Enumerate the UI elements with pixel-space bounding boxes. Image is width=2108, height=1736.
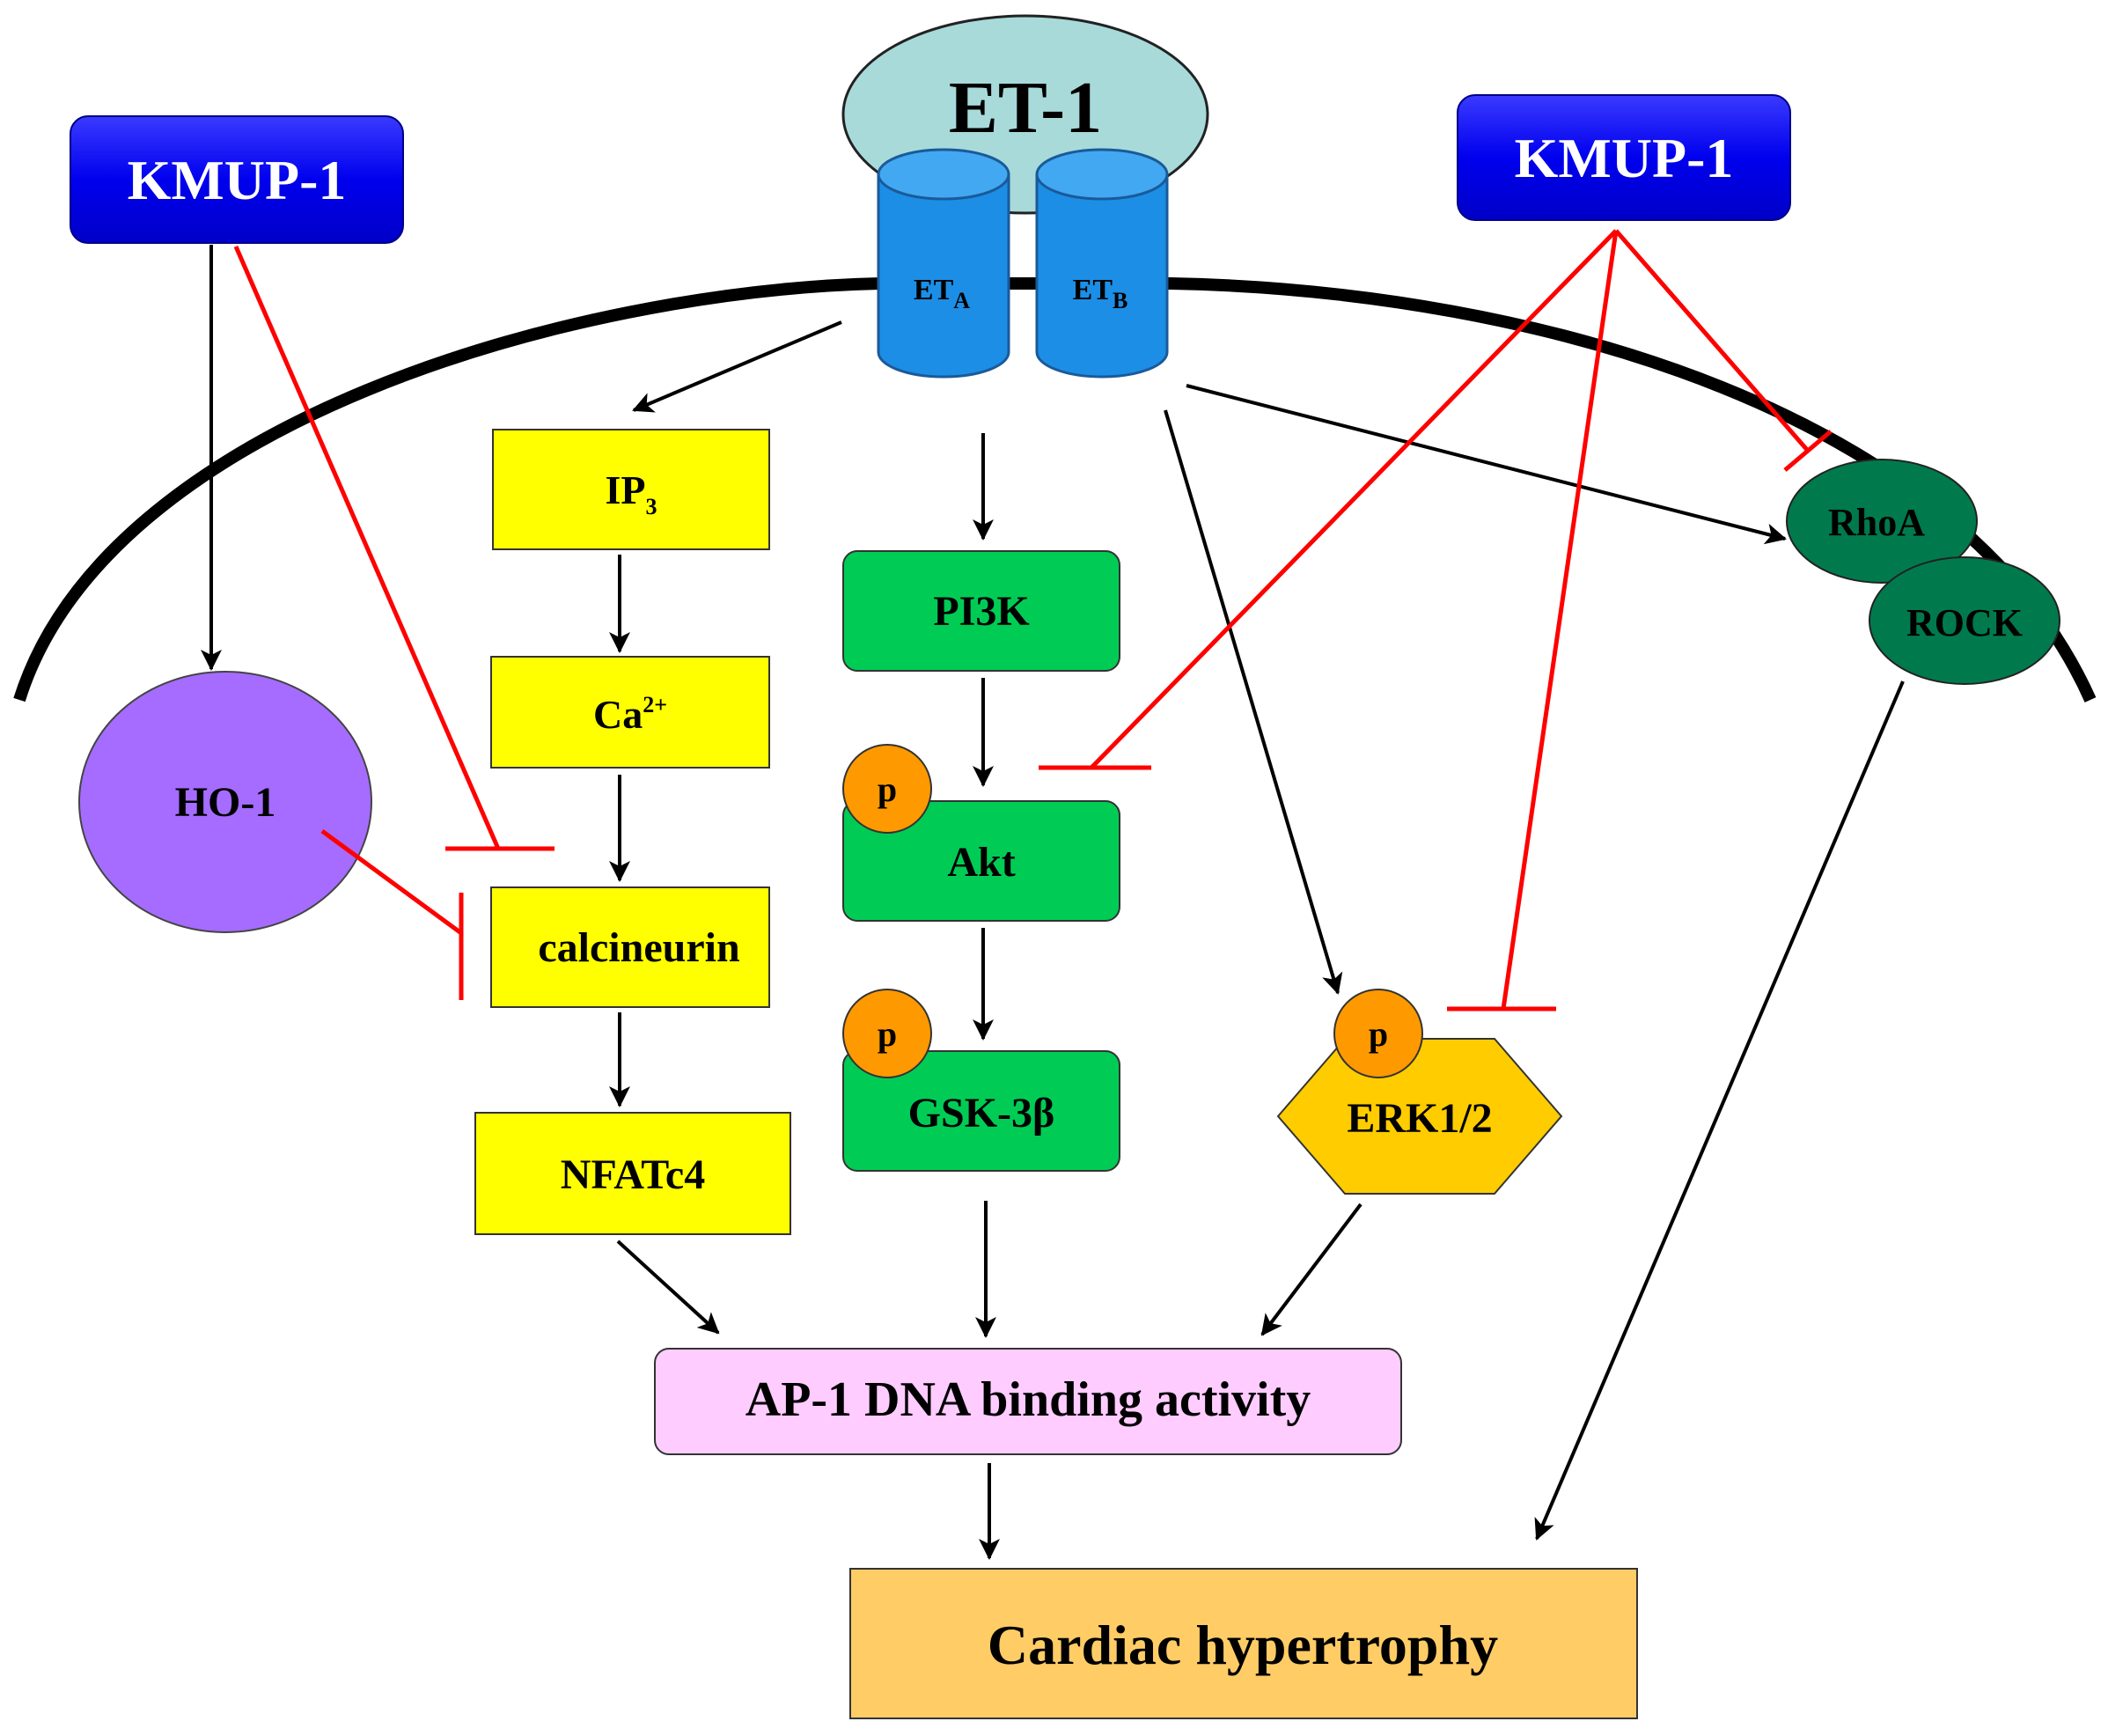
etb-label: ET [1073, 274, 1113, 306]
calcium-superscript: 2+ [643, 692, 667, 717]
erk-hexagon: ERK1/2 [1276, 1038, 1563, 1195]
eta-subscript: A [953, 288, 970, 313]
kmup1-left-label: KMUP-1 [128, 149, 347, 211]
ip3-box: IP3 [492, 429, 770, 550]
ip3-subscript: 3 [646, 494, 657, 519]
inhibit-kmup-calcineurin [233, 246, 501, 850]
phospho-gsk3b-label: p [878, 1014, 897, 1054]
pi3k-box: PI3K [842, 550, 1120, 672]
svg-text:IP3: IP3 [606, 467, 657, 519]
arrow-nfatc4-to-ap1 [616, 1239, 720, 1335]
ip3-label: IP [606, 467, 646, 512]
inhibit-kmup-erk [1501, 230, 1619, 1010]
arrow-erk-to-ap1 [1260, 1203, 1362, 1336]
eta-receptor: ETA [877, 148, 1010, 379]
kmup1-left-box: KMUP-1 [70, 115, 404, 244]
erk-label: ERK1/2 [1347, 1095, 1492, 1142]
arrow-rock-to-outcome [1534, 680, 1905, 1541]
nfatc4-box: NFATc4 [474, 1112, 791, 1235]
calcineurin-box: calcineurin [490, 886, 770, 1008]
cardiac-hypertrophy-label: Cardiac hypertrophy [988, 1614, 1498, 1676]
calcineurin-label: calcineurin [538, 924, 739, 971]
ap1-box: AP-1 DNA binding activity [654, 1348, 1402, 1455]
cardiac-hypertrophy-box: Cardiac hypertrophy [849, 1568, 1638, 1719]
nfatc4-label: NFATc4 [561, 1151, 705, 1198]
arrow-receptor-to-rhoa [1186, 384, 1787, 545]
phospho-gsk3b: p [842, 989, 932, 1078]
et1-label: ET-1 [949, 67, 1102, 149]
gsk3b-box: GSK-3β [842, 1050, 1120, 1172]
inhibition-lines [233, 229, 1833, 1011]
eta-label: ET [914, 274, 954, 306]
akt-box: Akt [842, 800, 1120, 922]
phospho-akt: p [842, 744, 932, 834]
svg-text:ETA: ETA [914, 274, 970, 313]
ap1-label: AP-1 DNA binding activity [746, 1372, 1311, 1427]
phospho-akt-label: p [878, 769, 897, 809]
arrow-receptor-to-ip3 [632, 320, 842, 413]
etb-subscript: B [1113, 288, 1127, 313]
akt-label: Akt [947, 839, 1015, 886]
calcium-label: Ca [593, 692, 643, 737]
svg-text:Ca2+: Ca2+ [593, 692, 667, 737]
kmup1-right-label: KMUP-1 [1515, 127, 1734, 189]
inhibit-kmup-rhoa [1614, 229, 1810, 452]
ho1-label: HO-1 [175, 779, 276, 826]
phospho-erk: p [1333, 989, 1423, 1078]
svg-text:ETB: ETB [1073, 274, 1128, 313]
rock-label: ROCK [1906, 601, 2023, 644]
calcium-box: Ca2+ [490, 656, 770, 769]
activation-arrows [201, 245, 1905, 1560]
rhoa-label: RhoA [1828, 501, 1925, 544]
gsk3b-label: GSK-3β [908, 1090, 1055, 1136]
ho1-ellipse: HO-1 [78, 671, 372, 933]
etb-receptor: ETB [1035, 148, 1169, 379]
phospho-erk-label: p [1369, 1014, 1388, 1054]
rhoa-rock-complex: RhoA ROCK [1786, 459, 2060, 685]
kmup1-right-box: KMUP-1 [1457, 94, 1791, 221]
pi3k-label: PI3K [933, 588, 1029, 635]
inhibit-ho1-calcineurin [320, 828, 463, 936]
arrow-receptor-to-erk [1164, 409, 1343, 995]
inhibit-kmup-akt [1090, 229, 1618, 769]
